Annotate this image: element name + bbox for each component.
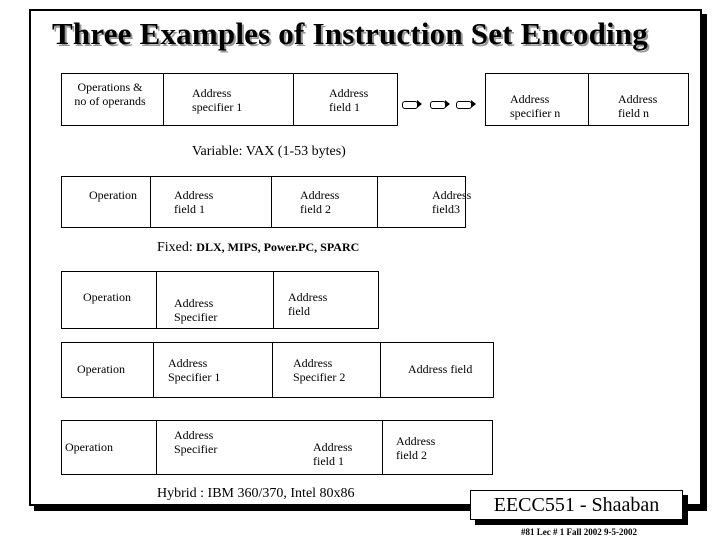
vax-operations-field: Operations & no of operands: [74, 80, 146, 108]
hybrid-format-1: [61, 271, 379, 329]
hybrid2-address-specifier-1: Address Specifier 1: [168, 356, 221, 384]
divider: [293, 74, 294, 125]
hybrid3-address-field-2: Address field 2: [396, 434, 436, 462]
vax-caption: Variable: VAX (1-53 bytes): [192, 144, 346, 159]
hybrid3-address-field-1: Address field 1: [313, 440, 353, 468]
hybrid1-address-specifier: Address Specifier: [174, 296, 218, 324]
hybrid2-address-field: Address field: [408, 362, 473, 376]
hybrid3-address-specifier: Address Specifier: [174, 428, 218, 456]
vax-instruction-format-tail: [485, 73, 689, 126]
divider: [380, 343, 381, 397]
hybrid2-operation: Operation: [77, 362, 125, 376]
fixed-address-field-3: Address field3: [432, 188, 472, 216]
vax-address-field-1: Address field 1: [329, 86, 369, 114]
hybrid1-operation: Operation: [83, 290, 131, 304]
divider: [272, 343, 273, 397]
hybrid1-address-field: Address field: [288, 290, 328, 318]
divider: [156, 272, 157, 328]
fixed-address-field-1: Address field 1: [174, 188, 214, 216]
divider: [156, 421, 157, 474]
page-title: Three Examples of Instruction Set Encodi…: [52, 16, 649, 51]
vax-address-specifier-n: Address specifier n: [510, 92, 561, 120]
lecture-footer: #81 Lec # 1 Fall 2002 9-5-2002: [521, 527, 637, 537]
divider: [273, 272, 274, 328]
divider: [588, 74, 589, 125]
arrow-icon: [456, 100, 476, 109]
hybrid-format-3: [61, 420, 493, 475]
vax-address-field-n: Address field n: [618, 92, 658, 120]
arrow-icon: [402, 100, 422, 109]
fixed-caption-architectures: DLX, MIPS, Power.PC, SPARC: [196, 240, 360, 254]
fixed-caption: Fixed: DLX, MIPS, Power.PC, SPARC: [157, 240, 359, 256]
hybrid-format-2: [61, 342, 494, 398]
divider: [382, 421, 383, 474]
fixed-address-field-2: Address field 2: [300, 188, 340, 216]
course-badge: EECC551 - Shaaban: [470, 490, 683, 520]
divider: [150, 177, 151, 227]
hybrid3-operation: Operation: [65, 440, 113, 454]
fixed-instruction-format: [61, 176, 466, 228]
divider: [377, 177, 378, 227]
fixed-operation-field: Operation: [89, 188, 137, 202]
divider: [153, 343, 154, 397]
divider: [271, 177, 272, 227]
vax-address-specifier-1: Address specifier 1: [192, 86, 243, 114]
vax-instruction-format: [61, 73, 398, 126]
hybrid-caption: Hybrid : IBM 360/370, Intel 80x86: [157, 486, 355, 501]
hybrid2-address-specifier-2: Address Specifier 2: [293, 356, 346, 384]
divider: [163, 74, 164, 125]
arrow-icon: [430, 100, 450, 109]
fixed-caption-label: Fixed:: [157, 240, 193, 255]
